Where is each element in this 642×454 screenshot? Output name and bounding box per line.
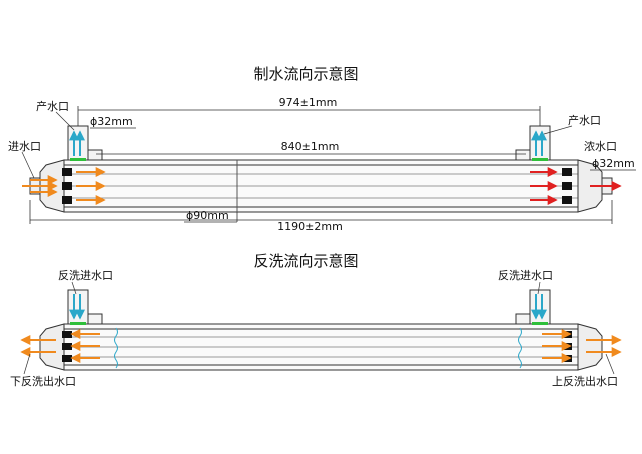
dimension-lines-top	[29, 106, 636, 224]
backwash-inlet-arrows	[69, 294, 547, 320]
backwash-outlet-arrows	[20, 329, 622, 363]
upper-backwash-outlet-label: 上反洗出水口	[552, 374, 618, 388]
production-flow-diagram: 制水流向示意图	[8, 65, 636, 233]
product-outlet-right-label: 产水口	[568, 113, 601, 127]
wave-markers-bottom	[114, 327, 522, 369]
concentrate-arrows-top	[530, 167, 622, 205]
membrane-housing-bottom	[39, 289, 603, 371]
port-diameter-right: ϕ32mm	[592, 157, 635, 170]
total-length-dimension: 1190±2mm	[277, 220, 343, 233]
top-title: 制水流向示意图	[253, 65, 358, 83]
concentrate-outlet-label: 浓水口	[584, 140, 617, 153]
green-caps-top	[70, 158, 548, 161]
backwash-flow-diagram: 反洗流向示意图	[10, 252, 622, 388]
lower-backwash-outlet-label: 下反洗出水口	[10, 374, 76, 388]
backwash-inlet-right-label: 反洗进水口	[498, 269, 553, 282]
potting-blocks-top	[62, 168, 572, 204]
leader-lines-bottom	[23, 281, 615, 375]
bottom-title: 反洗流向示意图	[253, 252, 358, 270]
green-caps-bottom	[70, 322, 548, 325]
port-spacing-dimension: 974±1mm	[279, 96, 338, 109]
membrane-length-dimension: 840±1mm	[281, 140, 340, 153]
product-outlet-left-label: 产水口	[36, 99, 69, 113]
backwash-inlet-left-label: 反洗进水口	[58, 269, 113, 282]
port-diameter-left: ϕ32mm	[90, 115, 133, 128]
shell-diameter-dimension: ϕ90mm	[186, 209, 229, 222]
feed-arrows-top	[22, 167, 106, 205]
leader-lines-top	[21, 111, 573, 179]
feed-inlet-label: 进水口	[8, 140, 41, 153]
membrane-housing-top	[29, 125, 613, 213]
product-arrows-top	[69, 130, 547, 156]
